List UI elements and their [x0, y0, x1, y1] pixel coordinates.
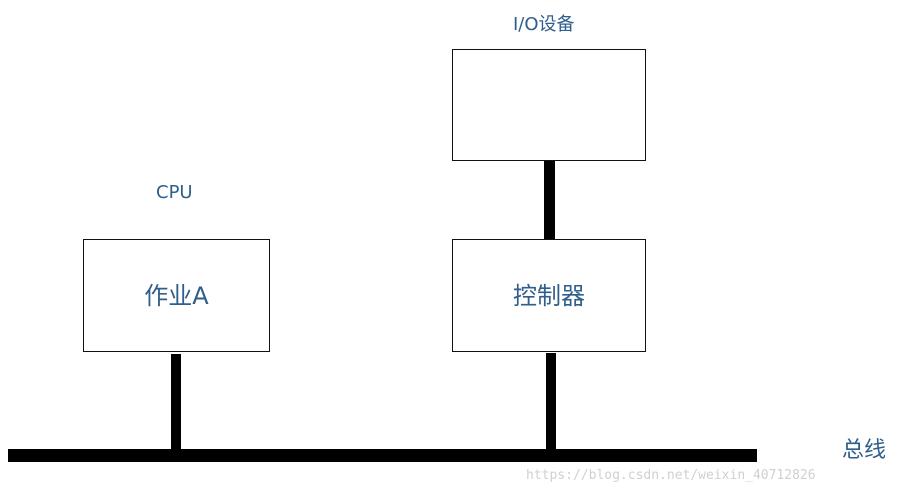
watermark-text: https://blog.csdn.net/weixin_40712826	[526, 468, 816, 483]
io-device-label: I/O设备	[513, 14, 575, 35]
cpu-bus-connector	[171, 354, 181, 452]
job-a-label: 作业A	[144, 281, 209, 310]
io-device-box	[452, 49, 646, 161]
system-bus-line	[8, 449, 757, 462]
controller-label: 控制器	[513, 281, 585, 310]
controller-bus-connector	[546, 353, 556, 451]
controller-box: 控制器	[452, 239, 646, 352]
cpu-label: CPU	[156, 182, 193, 203]
bus-label: 总线	[842, 438, 887, 463]
device-controller-connector	[544, 161, 555, 240]
job-a-box: 作业A	[83, 239, 270, 352]
